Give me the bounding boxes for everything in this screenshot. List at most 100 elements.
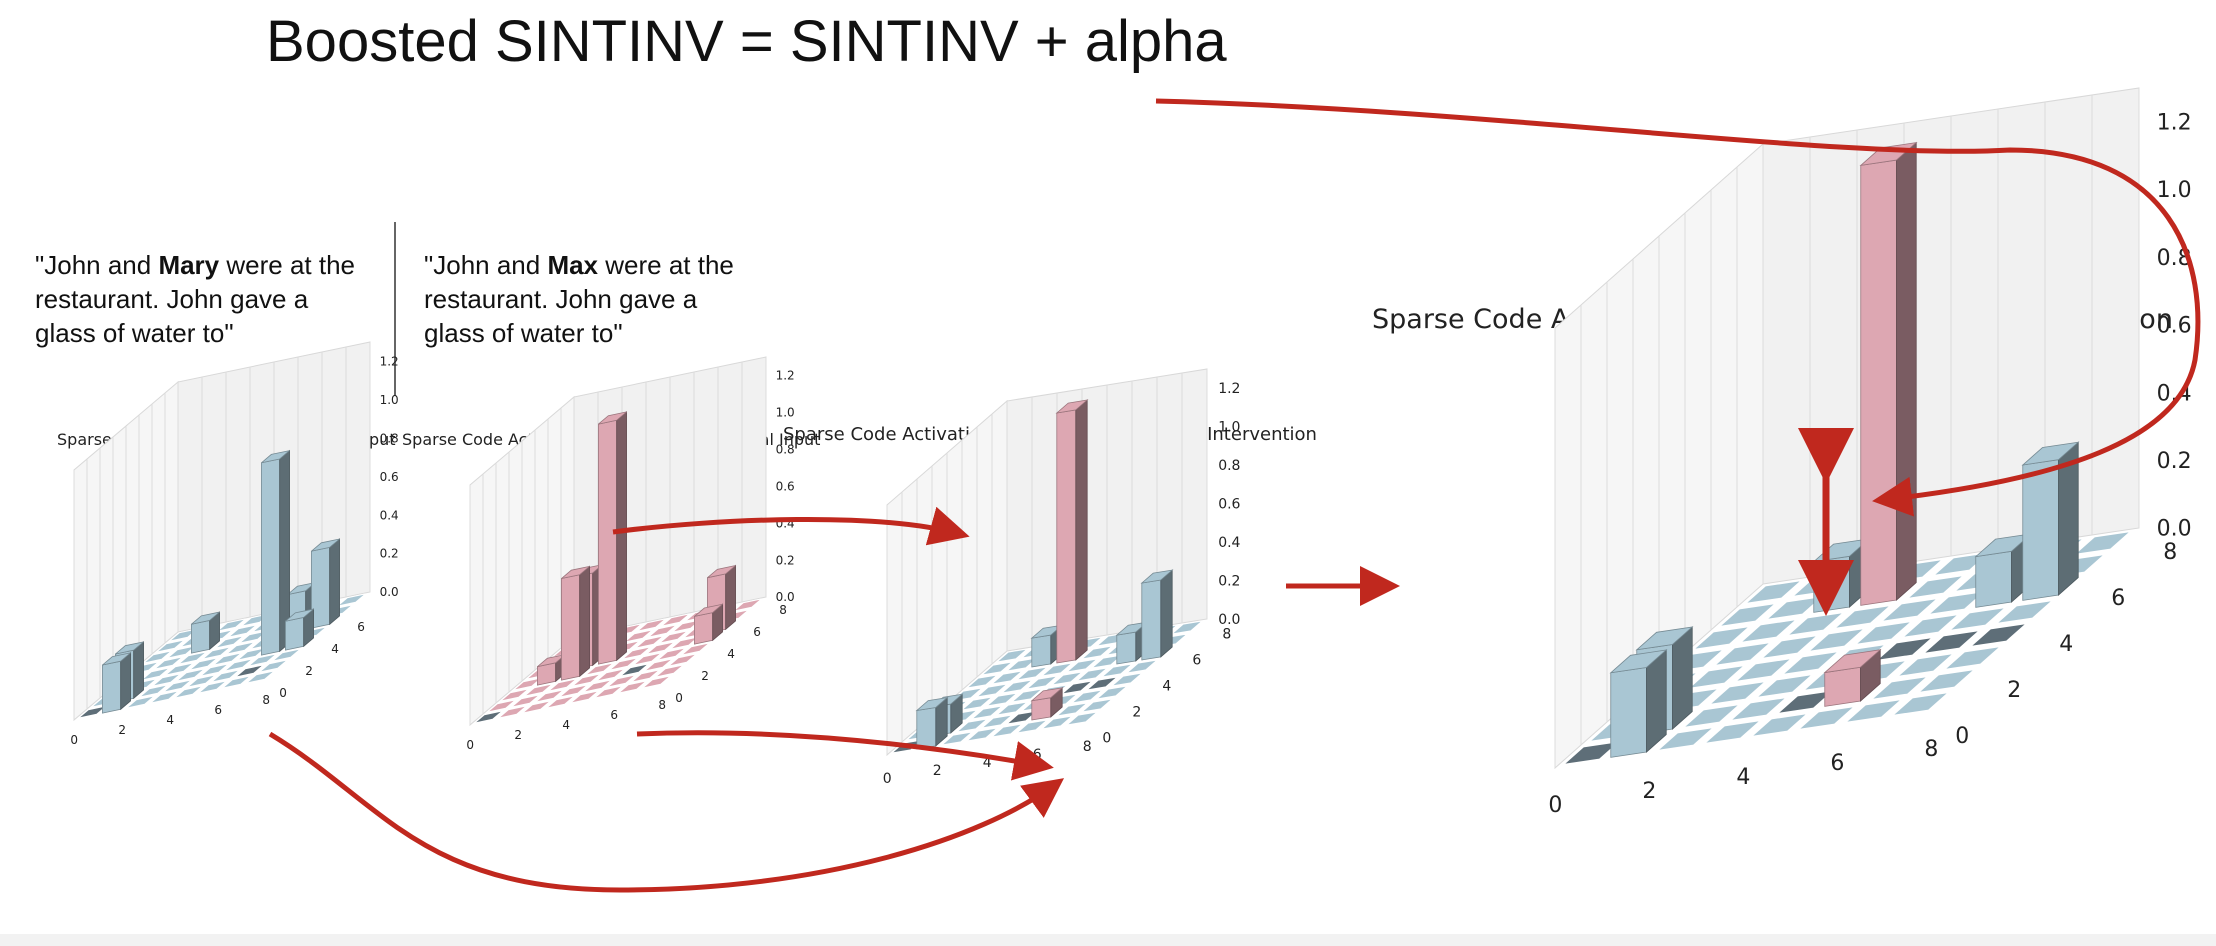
large-intervention-y-tick-label: 8 <box>2163 540 2177 565</box>
intervention-floor-cell <box>985 692 1019 707</box>
intervention-x-tick-label: 8 <box>1083 739 1092 755</box>
base-bar-front-face <box>261 458 281 656</box>
counterfactual-floor-cell <box>620 663 649 677</box>
counterfactual-floor-cell <box>633 652 662 666</box>
base-floor-cell <box>235 664 264 678</box>
intervention-floor-cell <box>1025 675 1059 690</box>
cf-prompt-line2: restaurant. John gave a <box>424 284 698 314</box>
large-intervention-floor-cell <box>1739 618 1798 644</box>
counterfactual-floor-cell <box>622 646 651 660</box>
base-floor-cell <box>215 635 244 649</box>
intervention-bar-side-face <box>1160 569 1173 658</box>
base-floor-cell <box>165 662 194 676</box>
counterfactual-bar-front-face <box>561 574 581 681</box>
intervention-z-tick-label: 0.2 <box>1218 573 1240 589</box>
counterfactual-x-tick-label: 6 <box>610 708 618 722</box>
intervention-floor-cell <box>1085 676 1119 691</box>
counterfactual-floor-cell <box>644 658 673 672</box>
large-intervention-floor-cell <box>1750 712 1809 738</box>
base-z-tick-label: 0.6 <box>380 470 399 484</box>
intervention-floor-cell <box>970 705 1004 720</box>
base-bar <box>102 651 131 714</box>
intervention-x-tick-label: 0 <box>883 771 892 787</box>
counterfactual-floor-cell <box>655 664 684 678</box>
intervention-floor-cell <box>1050 671 1084 686</box>
base-floor-cell <box>259 659 288 673</box>
counterfactual-floor-cell <box>548 678 577 692</box>
base-bar-front-face <box>102 660 122 714</box>
counterfactual-floor-cell <box>659 630 688 644</box>
intervention-bar-front-face <box>916 706 937 750</box>
intervention-floor-cell <box>1015 666 1049 681</box>
counterfactual-floor-cell <box>511 694 540 708</box>
counterfactual-z-tick-label: 1.2 <box>776 369 795 383</box>
base-prompt-line3: glass of water to" <box>35 318 234 348</box>
large-intervention-floor-cell <box>1896 652 1955 678</box>
base-prompt-name: Mary <box>158 250 220 280</box>
counterfactual-floor-cell <box>635 635 664 649</box>
intervention-x-tick-label: 6 <box>1033 747 1042 763</box>
base-bar <box>191 611 220 654</box>
counterfactual-floor-cell <box>546 695 575 709</box>
large-intervention-z-tick-label: 0.0 <box>2157 517 2192 542</box>
intervention-y-tick-label: 6 <box>1192 653 1201 669</box>
large-intervention-floor-cell <box>1995 599 2054 625</box>
bottom-strip <box>0 934 2216 946</box>
large-intervention-bar <box>2021 441 2080 601</box>
intervention-bar-top-face <box>1030 687 1064 702</box>
base-floor-cell <box>141 667 170 681</box>
cf-prompt-name: Max <box>547 250 599 280</box>
large-intervention-z-tick-label: 1.2 <box>2157 111 2192 136</box>
base-floor-cell <box>202 646 231 660</box>
base-bar-front-face <box>285 616 305 651</box>
intervention-bar-top-face <box>915 696 949 712</box>
counterfactual-bar-side-face <box>725 564 736 631</box>
large-intervention-bar-side-face <box>1896 141 1917 601</box>
base-floor-cell <box>222 675 251 689</box>
base-prompt-start: "John and <box>35 250 159 280</box>
base-floor-cell <box>211 669 240 683</box>
counterfactual-floor-cell <box>594 685 623 699</box>
cf-prompt-start: "John and <box>424 250 548 280</box>
intervention-z-tick-label: 0.4 <box>1218 535 1240 551</box>
intervention-floor-cell <box>1070 689 1104 704</box>
intervention-floor-cell <box>965 727 999 742</box>
intervention-x-tick-label: 2 <box>933 763 942 779</box>
base-bar-top-face <box>261 450 290 464</box>
counterfactual-y-tick-label: 0 <box>675 691 683 705</box>
counterfactual-floor-cell <box>498 705 527 719</box>
base-floor-cell <box>176 668 205 682</box>
intervention-z-tick-label: 0.8 <box>1218 458 1240 474</box>
base-floor-cell <box>224 658 253 672</box>
counterfactual-z-tick-label: 0.2 <box>776 553 795 567</box>
counterfactual-x-tick-label: 4 <box>562 718 570 732</box>
intervention-floor-cell <box>1080 645 1114 660</box>
intervention-floor-cell <box>1110 672 1144 687</box>
intervention-floor-cell <box>1010 688 1044 703</box>
cf-prompt-line3: glass of water to" <box>424 318 623 348</box>
base-x-tick-label: 6 <box>214 703 222 717</box>
intervention-bar <box>1030 686 1064 721</box>
base-floor-cell <box>198 680 227 694</box>
large-intervention-y-tick-label: 4 <box>2059 632 2073 657</box>
base-x-tick-label: 0 <box>70 733 78 747</box>
counterfactual-floor-cell <box>607 674 636 688</box>
base-floor-cell <box>226 641 255 655</box>
intervention-floor-cell <box>1055 702 1089 717</box>
intervention-bar <box>1140 569 1174 661</box>
intervention-floor-cell <box>965 674 999 689</box>
arrow-alpha-to-peak <box>1155 98 2201 517</box>
large-intervention-floor-cell <box>1875 636 1934 662</box>
base-z-tick-label: 0.2 <box>380 547 399 561</box>
base-y-tick-label: 0 <box>279 686 287 700</box>
base-floor-cell <box>156 639 185 653</box>
counterfactual-bar <box>598 411 627 665</box>
base-bar <box>285 608 314 651</box>
base-bar <box>261 449 290 656</box>
base-bar-top-face <box>102 652 131 666</box>
base-bar-top-face <box>311 538 340 552</box>
base-z-tick-label: 0.8 <box>380 431 399 445</box>
intervention-bar-top-face <box>1140 569 1174 584</box>
base-prompt: "John and Mary were at the restaurant. J… <box>35 248 355 350</box>
